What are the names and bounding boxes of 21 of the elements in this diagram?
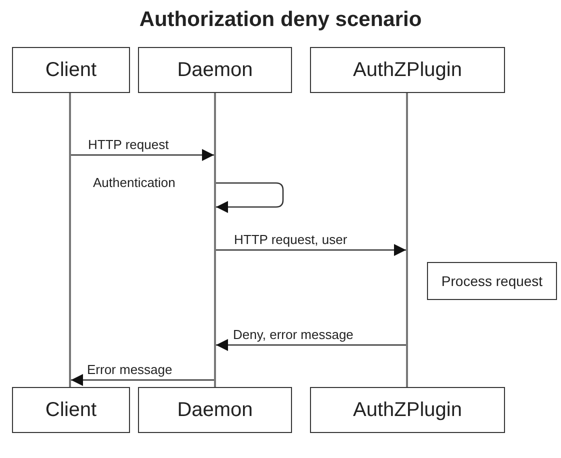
self-message-arrow	[216, 182, 284, 213]
edge-label: HTTP request, user	[233, 233, 348, 247]
edge-label: Deny, error message	[232, 328, 354, 342]
edge-label: HTTP request	[87, 138, 170, 152]
message-arrow	[71, 374, 214, 386]
participant-box: Client	[12, 47, 130, 93]
lifeline	[214, 93, 216, 387]
message-arrow	[216, 339, 406, 351]
participant-box: Client	[12, 387, 130, 433]
message-arrow	[216, 244, 406, 256]
participant-box: AuthZPlugin	[310, 47, 505, 93]
lifeline	[69, 93, 71, 387]
edge-label: Authentication	[92, 176, 176, 190]
participant-box: Daemon	[138, 387, 292, 433]
participant-box: AuthZPlugin	[310, 387, 505, 433]
participant-box: Daemon	[138, 47, 292, 93]
note-box: Process request	[427, 262, 557, 300]
lifeline	[406, 93, 408, 387]
diagram-title: Authorization deny scenario	[138, 8, 423, 32]
edge-label: Error message	[86, 363, 174, 377]
message-arrow	[71, 149, 214, 161]
